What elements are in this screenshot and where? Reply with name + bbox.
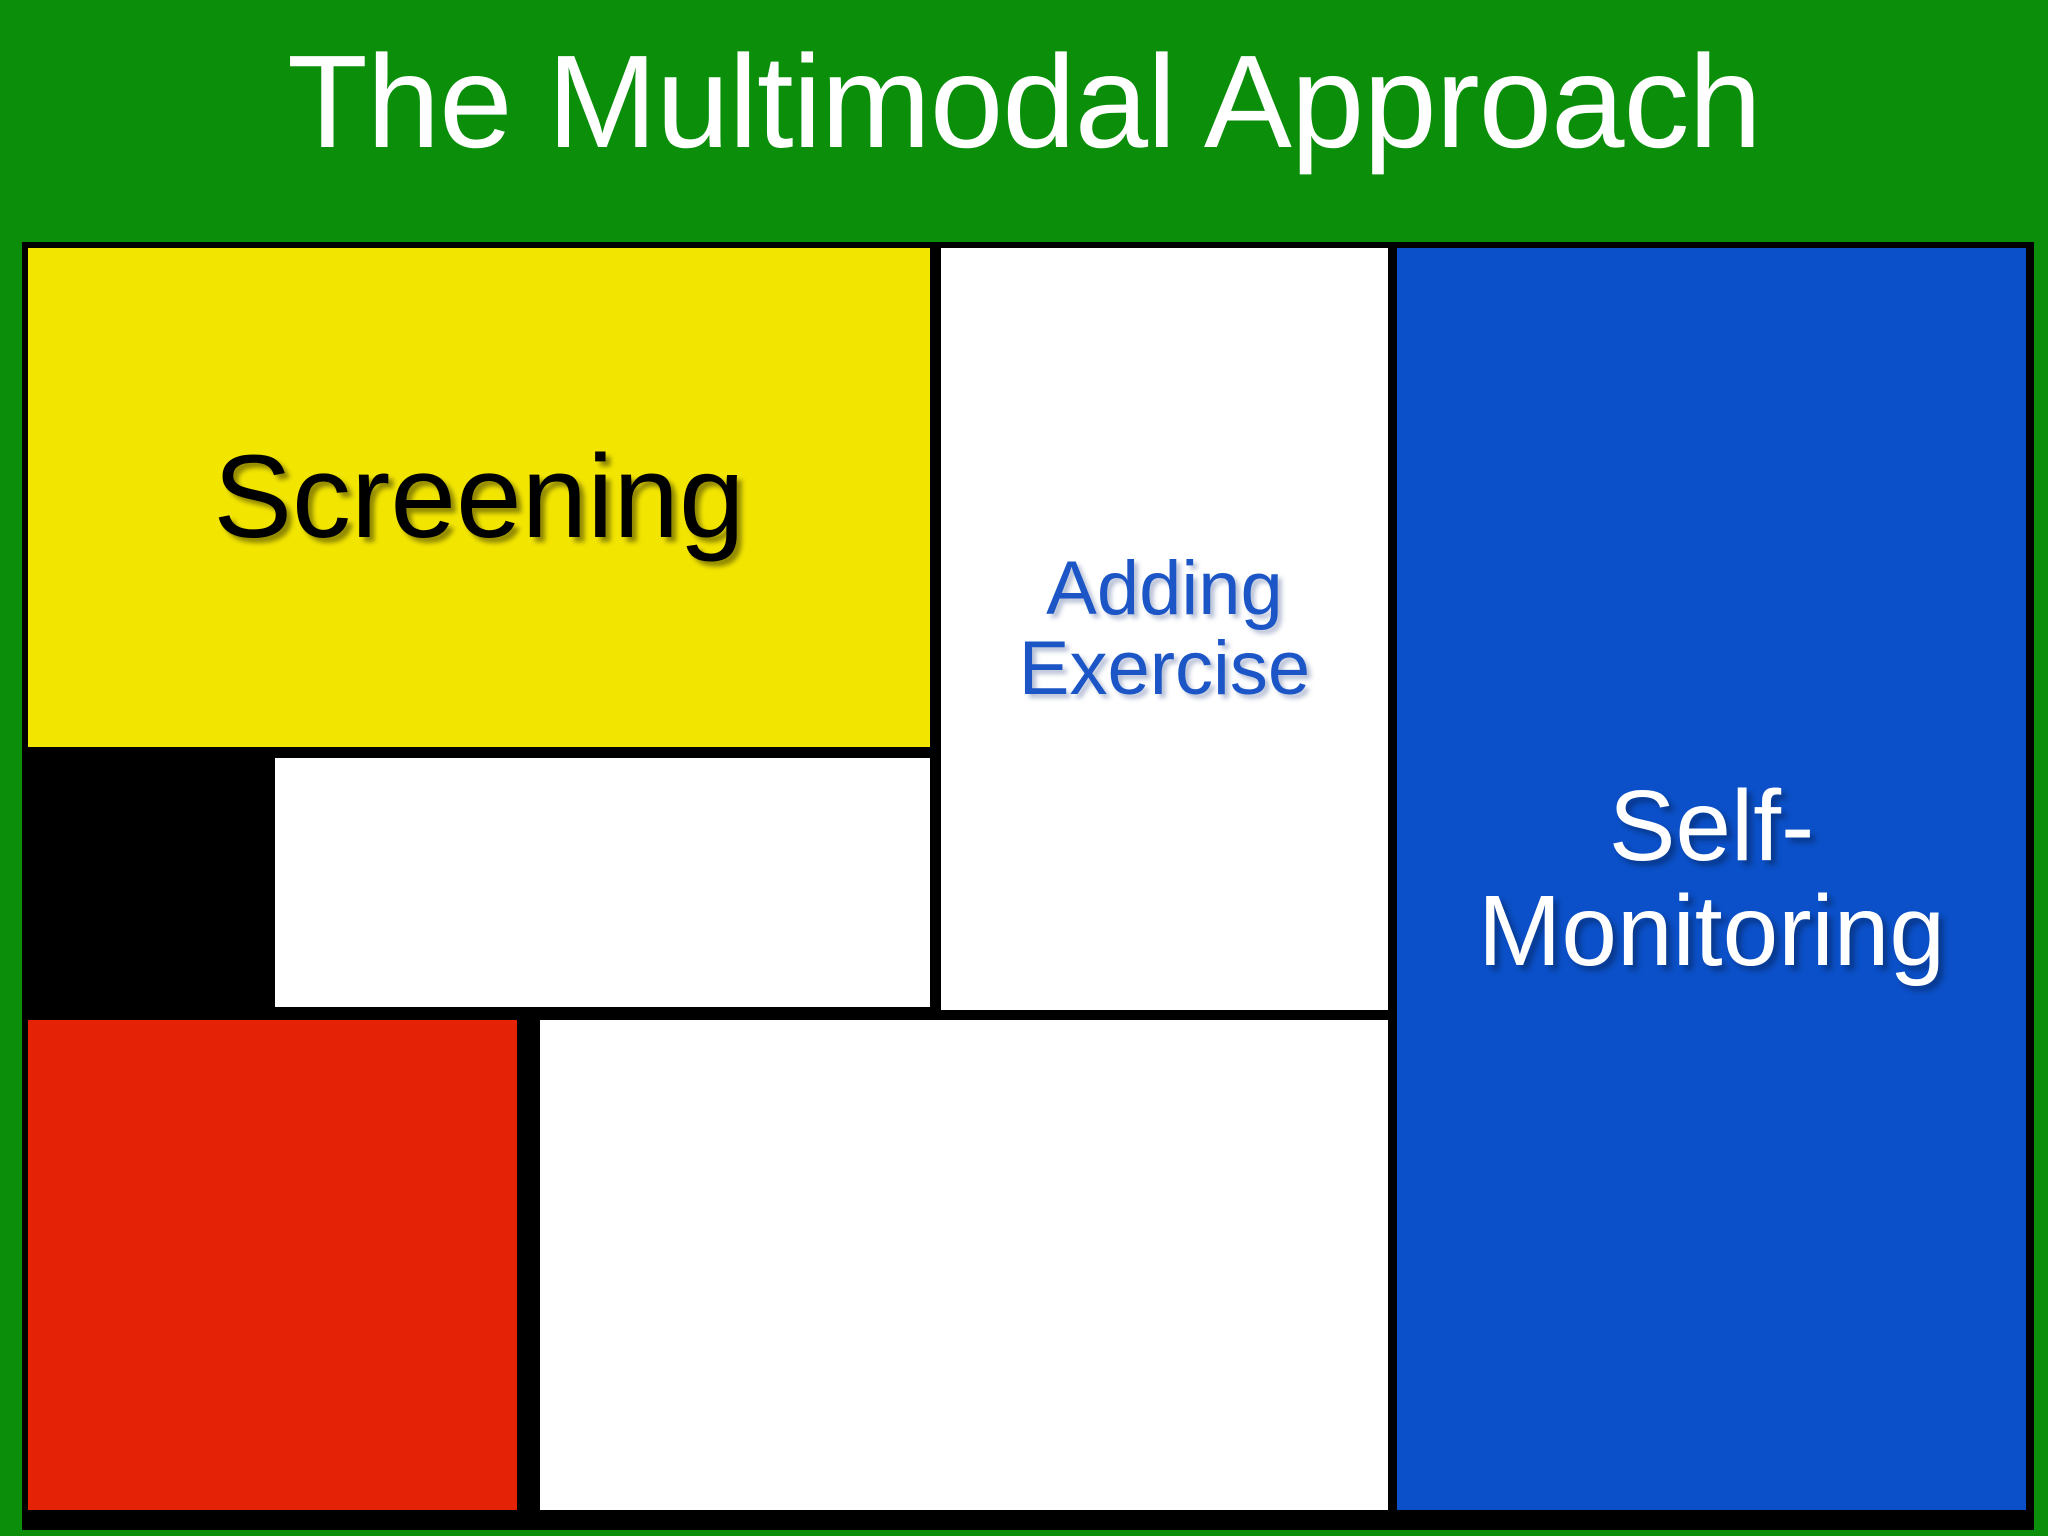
block-white-bottom[interactable]: [540, 1020, 1388, 1510]
block-adding-exercise-label-line1: Adding: [1046, 546, 1283, 632]
block-self-monitoring[interactable]: Self- Monitoring: [1397, 248, 2026, 1510]
mondrian-grid: Screening Adding Exercise Self- Monitori…: [22, 242, 2034, 1530]
block-screening-label: Screening: [213, 430, 745, 563]
block-white-mid[interactable]: [275, 758, 930, 1007]
block-adding-exercise[interactable]: Adding Exercise: [941, 248, 1388, 1010]
block-self-monitoring-label-line2: Monitoring: [1478, 875, 1945, 987]
block-black-mid-left[interactable]: [28, 758, 272, 1007]
page-title: The Multimodal Approach: [287, 28, 1762, 175]
block-red-bottom-left[interactable]: [28, 1020, 517, 1510]
block-adding-exercise-label-line2: Exercise: [1018, 626, 1311, 711]
block-self-monitoring-label-line1: Self-: [1608, 770, 1815, 882]
block-screening[interactable]: Screening: [28, 248, 930, 747]
